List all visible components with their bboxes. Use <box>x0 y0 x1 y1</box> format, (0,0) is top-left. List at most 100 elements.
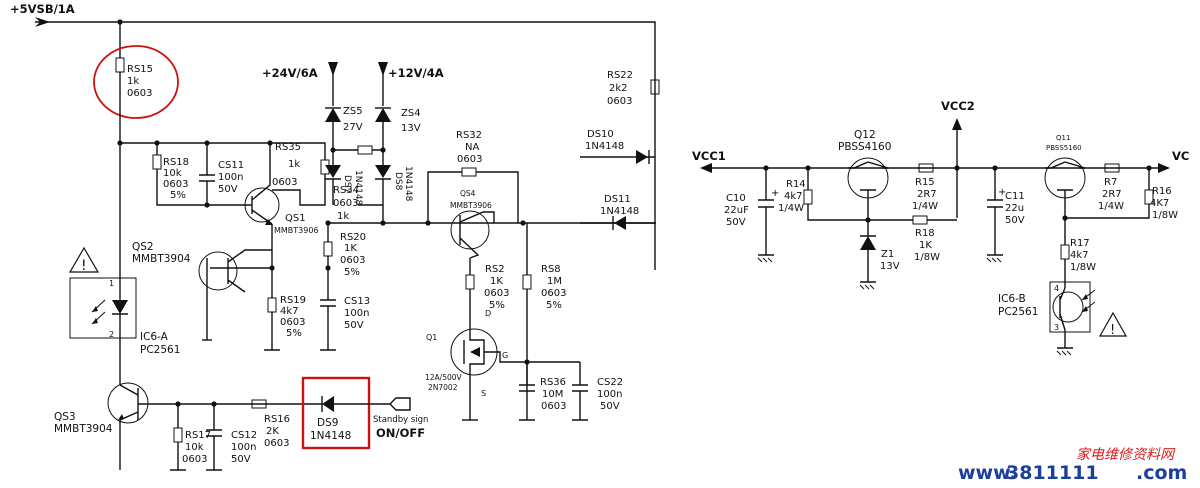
capacitor-cs13: CS13 100n 50V <box>320 296 370 351</box>
svg-text:+12V/4A: +12V/4A <box>388 66 444 80</box>
transistor-qs1: QS1 MMBT3906 <box>244 143 319 235</box>
svg-text:CS22: CS22 <box>597 377 623 388</box>
svg-text:PBSS5160: PBSS5160 <box>1046 144 1082 152</box>
svg-text:RS34: RS34 <box>333 185 359 196</box>
svg-text:1/8W: 1/8W <box>914 252 940 263</box>
svg-text:50V: 50V <box>344 320 364 331</box>
svg-text:0603: 0603 <box>264 438 289 449</box>
svg-text:13V: 13V <box>880 261 900 272</box>
svg-text:2k2: 2k2 <box>609 83 628 94</box>
svg-text:100n: 100n <box>344 308 369 319</box>
svg-text:Q11: Q11 <box>1056 134 1070 142</box>
svg-text:!: ! <box>81 258 87 274</box>
svg-text:RS18: RS18 <box>163 157 189 168</box>
svg-text:100n: 100n <box>597 389 622 400</box>
rail-5vsb: +5VSB/1A <box>10 2 656 270</box>
svg-text:Q12: Q12 <box>854 129 876 141</box>
svg-text:2: 2 <box>109 330 114 339</box>
svg-text:1k: 1k <box>337 211 349 222</box>
svg-text:R17: R17 <box>1070 238 1090 249</box>
svg-text:RS32: RS32 <box>456 130 482 141</box>
svg-text:C11: C11 <box>1005 191 1025 202</box>
svg-text:50V: 50V <box>231 454 251 465</box>
svg-text:0603: 0603 <box>182 454 207 465</box>
svg-text:R15: R15 <box>915 177 935 188</box>
svg-text:Q1: Q1 <box>426 333 437 342</box>
rail-vcc2: VCC2 <box>941 99 975 218</box>
svg-text:2R7: 2R7 <box>917 189 937 200</box>
svg-text:QS2: QS2 <box>132 241 154 253</box>
svg-text:RS2: RS2 <box>485 264 505 275</box>
svg-text:MMBT3904: MMBT3904 <box>132 253 191 265</box>
svg-text:DS11: DS11 <box>604 194 631 205</box>
svg-text:S: S <box>481 389 486 398</box>
svg-text:13V: 13V <box>401 123 421 134</box>
svg-text:22u: 22u <box>1005 203 1024 214</box>
svg-text:4k7: 4k7 <box>784 191 803 202</box>
svg-text:RS22: RS22 <box>607 70 633 81</box>
watermark-suffix: .com <box>1136 462 1188 484</box>
transistor-q11: Q11 PBSS5160 <box>1044 134 1086 218</box>
svg-text:0603: 0603 <box>280 317 305 328</box>
svg-text:0603: 0603 <box>484 288 509 299</box>
svg-text:+: + <box>998 187 1006 198</box>
svg-text:NA: NA <box>465 142 479 153</box>
resistor-rs36: RS36 10M 0603 <box>519 362 566 421</box>
transistor-qs2: QS2 MMBT3904 <box>132 241 272 341</box>
svg-text:MMBT3904: MMBT3904 <box>54 423 113 435</box>
svg-text:RS16: RS16 <box>264 414 290 425</box>
capacitor-cs22: CS22 100n 50V <box>572 362 623 421</box>
transistor-qs3: QS3 MMBT3904 <box>54 382 178 470</box>
svg-text:1K: 1K <box>490 276 503 287</box>
svg-text:1K: 1K <box>919 240 932 251</box>
mosfet-q1: Q1 D G S 12A/500V 2N7002 <box>425 309 580 421</box>
highlight-circle-rs15 <box>93 45 179 119</box>
resistor-r7: R7 2R7 1/4W <box>1098 163 1124 212</box>
svg-text:22uF: 22uF <box>724 205 749 216</box>
svg-text:MMBT3906: MMBT3906 <box>274 226 319 235</box>
transistor-q12: Q12 PBSS4160 <box>838 129 891 220</box>
resistor-rs15: RS15 1k 0603 <box>115 57 153 99</box>
resistor-r15: R15 2R7 1/4W <box>912 163 938 212</box>
svg-text:2K: 2K <box>266 426 279 437</box>
zener-z1: Z1 13V <box>860 220 900 283</box>
svg-text:RS15: RS15 <box>127 64 153 75</box>
svg-text:5%: 5% <box>286 328 302 339</box>
svg-text:50V: 50V <box>1005 215 1025 226</box>
svg-text:1N4148: 1N4148 <box>585 141 624 152</box>
resistor-r18: R18 1K 1/8W <box>912 215 940 263</box>
highlight-box-ds9 <box>301 376 371 450</box>
svg-text:QS3: QS3 <box>54 411 76 423</box>
svg-text:IC6-A: IC6-A <box>140 331 169 343</box>
svg-text:12A/500V: 12A/500V <box>425 373 463 382</box>
svg-text:RS17: RS17 <box>185 430 211 441</box>
svg-text:0603: 0603 <box>541 401 566 412</box>
svg-text:1/8W: 1/8W <box>1152 210 1178 221</box>
resistor-rs8: RS8 1M 0603 5% <box>522 223 566 420</box>
svg-text:ZS4: ZS4 <box>401 108 421 119</box>
svg-text:1N4148: 1N4148 <box>403 166 413 202</box>
svg-text:0603: 0603 <box>333 198 358 209</box>
svg-text:G: G <box>502 351 508 360</box>
svg-text:5%: 5% <box>170 190 186 201</box>
svg-text:1N4148: 1N4148 <box>600 206 639 217</box>
resistor-rs20: RS20 1K 0603 5% <box>323 223 366 300</box>
resistor-rs32: RS32 NA 0603 <box>427 130 519 223</box>
svg-text:PC2561: PC2561 <box>140 344 180 356</box>
capacitor-cs11: CS11 100n 50V <box>199 143 244 205</box>
svg-text:IC6-B: IC6-B <box>998 293 1026 305</box>
svg-text:50V: 50V <box>218 184 238 195</box>
watermark-chinese: 家电维修资料网 <box>1076 447 1174 463</box>
svg-text:R7: R7 <box>1104 177 1117 188</box>
svg-text:0603: 0603 <box>607 96 632 107</box>
svg-text:4K7: 4K7 <box>1150 198 1169 209</box>
optocoupler-ic6b: 4 3 IC6-B PC2561 <box>998 281 1096 349</box>
svg-text:DS9: DS9 <box>317 417 338 429</box>
svg-text:1/4W: 1/4W <box>778 203 804 214</box>
resistor-rs22: RS22 2k2 0603 <box>607 70 660 107</box>
svg-text:4: 4 <box>1054 284 1059 293</box>
rail-vcc1-label: VCC1 <box>692 149 726 163</box>
svg-text:D: D <box>485 309 491 318</box>
rail-12v: +12V/4A ZS4 13V DS8 1N4148 <box>375 62 444 223</box>
svg-text:RS36: RS36 <box>540 377 566 388</box>
